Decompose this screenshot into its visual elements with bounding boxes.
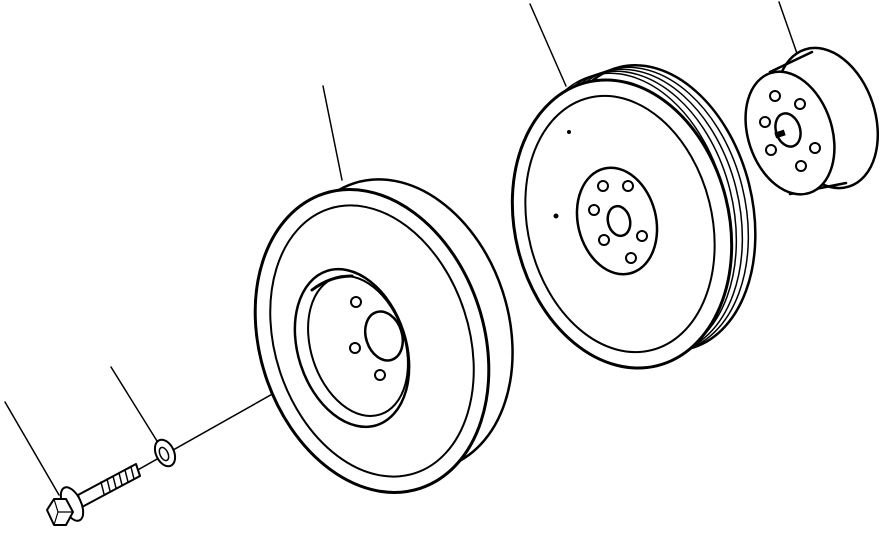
leader-line-pulley (529, 3, 567, 87)
pulley-hub-boss (575, 166, 659, 276)
damper-center-boss (363, 310, 405, 362)
hub-hole (794, 98, 806, 110)
washer (153, 438, 177, 468)
damper-rim-inner (269, 204, 475, 478)
pulley-mark (567, 130, 571, 134)
crankshaft-pulley (510, 64, 757, 370)
pulley-front-rim (510, 78, 734, 370)
pulley-hole (598, 234, 610, 246)
damper-hole (374, 369, 386, 381)
bolt-threads (100, 466, 135, 495)
leader-line-washer (110, 366, 158, 442)
hub-hole (769, 90, 781, 102)
damper-hole (350, 296, 362, 308)
hub-front-face (744, 70, 836, 196)
vibration-damper (253, 178, 514, 494)
hub-hole (765, 144, 777, 156)
pulley-mark (553, 213, 559, 219)
flange-bolt (46, 463, 141, 526)
hub-key (774, 129, 786, 139)
pulley-inner-ring (524, 94, 716, 354)
damper-front-rim (253, 188, 491, 494)
pulley-hole (597, 180, 609, 192)
damper-recess-shadow (310, 274, 354, 292)
pulley-hole (622, 180, 634, 192)
pulley-hole (625, 252, 637, 264)
leader-line-damper (322, 85, 343, 181)
pulley-hole (636, 230, 648, 242)
damper-hole (349, 342, 361, 354)
pulley-hub (744, 46, 880, 196)
washer-outer (153, 438, 177, 468)
leader-line-bolt (4, 401, 60, 496)
leader-lines (4, 1, 801, 496)
pulley-hole (588, 204, 600, 216)
washer-inner (158, 446, 170, 462)
pulley-center-bore (606, 204, 632, 238)
hub-side-top (768, 50, 814, 74)
hub-hole (795, 160, 807, 172)
hub-hole (809, 142, 821, 154)
hub-hole (759, 116, 771, 128)
